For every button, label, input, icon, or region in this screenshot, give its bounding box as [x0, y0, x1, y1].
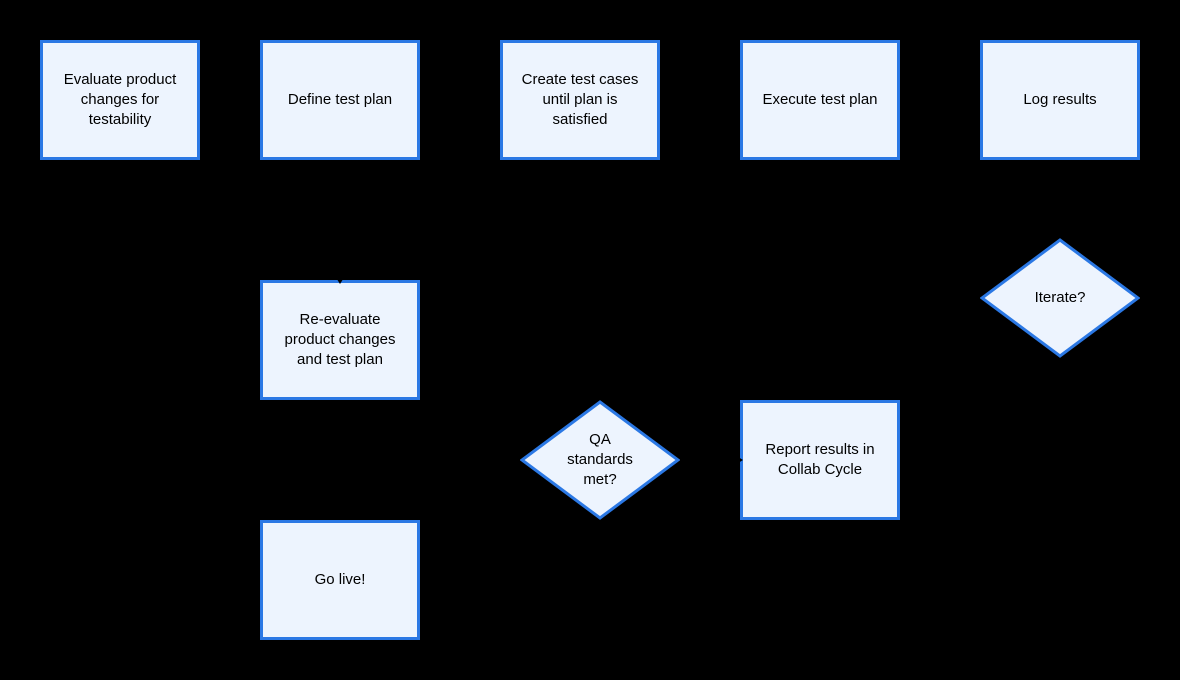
node-re-evaluate[interactable]: Re-evaluate product changes and test pla… [260, 280, 420, 400]
diamond-shape [520, 400, 680, 520]
node-label: Create test cases until plan is satisfie… [521, 71, 639, 128]
node-define-test-plan[interactable]: Define test plan [260, 40, 420, 160]
node-label: Evaluate product changes for testability [63, 71, 177, 128]
node-label: Log results [1023, 91, 1097, 108]
node-label: QA standards met? [567, 431, 633, 488]
node-report-results[interactable]: Report results in Collab Cycle [740, 400, 900, 520]
diamond-shape [980, 238, 1140, 358]
node-log-results[interactable]: Log results [980, 40, 1140, 160]
node-go-live[interactable]: Go live! [260, 520, 420, 640]
node-label: Go live! [314, 571, 366, 588]
node-label: Report results in Collab Cycle [765, 441, 875, 478]
connector-arrowhead-icon [335, 276, 345, 284]
node-qa-standards-decision[interactable]: QA standards met? [520, 400, 680, 520]
node-create-test-cases[interactable]: Create test cases until plan is satisfie… [500, 40, 660, 160]
node-execute-test-plan[interactable]: Execute test plan [740, 40, 900, 160]
node-label: Re-evaluate product changes and test pla… [284, 311, 396, 368]
node-evaluate-product-changes[interactable]: Evaluate product changes for testability [40, 40, 200, 160]
node-label: Execute test plan [762, 91, 878, 108]
node-iterate-decision[interactable]: Iterate? [980, 238, 1140, 358]
node-label: Iterate? [1034, 289, 1086, 306]
node-label: Define test plan [287, 91, 393, 108]
connector-arrowhead-icon [735, 455, 743, 465]
